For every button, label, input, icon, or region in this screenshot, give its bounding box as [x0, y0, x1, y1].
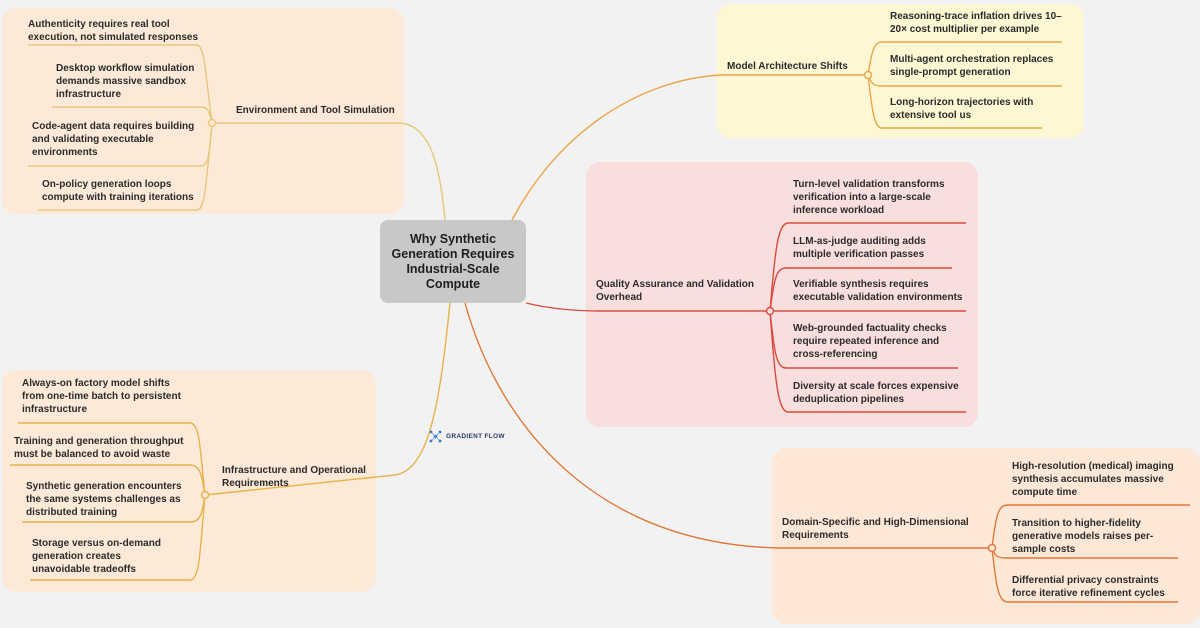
domain-specific-panel — [772, 448, 1200, 624]
environment-connectors — [28, 44, 446, 221]
model-node-dot — [863, 70, 873, 80]
central-topic-node: Why Synthetic Generation Requires Indust… — [380, 220, 526, 303]
infrastructure-trunk-line — [204, 302, 451, 496]
environment-node-dot — [207, 118, 217, 128]
domain-node-dot — [987, 543, 997, 553]
environment-item-1: Authenticity requires real tool executio… — [28, 19, 199, 43]
infrastructure-item-4: Storage versus on-demand generation crea… — [32, 538, 161, 575]
quality-leaf-line-2 — [769, 267, 952, 312]
domain-leaf-line-3 — [991, 547, 1178, 603]
infrastructure-leaf-line-4 — [30, 494, 206, 581]
infrastructure-connectors — [10, 302, 451, 581]
central-topic-title: Why Synthetic Generation Requires Indust… — [391, 231, 515, 291]
quality-item-5: Diversity at scale forces expensive dedu… — [793, 381, 959, 405]
quality-item-1: Turn-level validation transforms verific… — [793, 179, 945, 216]
environment-leaf-line-1 — [28, 44, 213, 124]
model-leaf-line-1 — [867, 41, 1062, 76]
quality-item-4: Web-grounded factuality checks require r… — [793, 323, 947, 360]
quality-item-3: Verifiable synthesis requires executable… — [793, 279, 963, 303]
quality-node-dot — [765, 306, 775, 316]
model-item-1: Reasoning-trace inflation drives 10–20× … — [890, 11, 1062, 35]
environment-item-2: Desktop workflow simulation demands mass… — [56, 63, 195, 100]
domain-item-3: Differential privacy constraints force i… — [1012, 575, 1165, 599]
quality-leaf-line-1 — [769, 222, 966, 312]
domain-branch-label: Domain-Specific and High-Dimensional Req… — [782, 517, 969, 541]
infrastructure-item-3: Synthetic generation encounters the same… — [26, 481, 182, 518]
gradient-flow-logo-icon — [429, 430, 442, 443]
infrastructure-leaf-line-2 — [10, 464, 206, 496]
model-branch-label: Model Architecture Shifts — [727, 61, 848, 72]
model-architecture-panel — [717, 4, 1084, 138]
environment-trunk-line — [399, 122, 446, 221]
model-connectors — [511, 41, 1062, 221]
model-item-2: Multi-agent orchestration replaces singl… — [890, 54, 1054, 78]
domain-leaf-line-1 — [991, 504, 1190, 549]
environment-panel — [2, 8, 404, 214]
domain-trunk-line — [464, 302, 992, 549]
quality-connectors — [525, 222, 966, 413]
domain-item-2: Transition to higher-fidelity generative… — [1012, 518, 1154, 555]
environment-item-4: On-policy generation loops compute with … — [42, 179, 194, 203]
model-leaf-line-3 — [867, 74, 1042, 129]
environment-branch-label: Environment and Tool Simulation — [236, 105, 395, 116]
quality-trunk-line — [525, 302, 770, 312]
gradient-flow-logo: GRADIENT FLOW — [429, 430, 505, 443]
infrastructure-item-1: Always-on factory model shifts from one-… — [22, 378, 181, 415]
quality-item-2: LLM-as-judge auditing adds multiple veri… — [793, 236, 926, 260]
infrastructure-panel — [2, 370, 376, 592]
quality-assurance-panel — [586, 162, 978, 427]
quality-branch-label: Quality Assurance and Validation Overhea… — [596, 279, 755, 303]
infrastructure-node-dot — [200, 490, 210, 500]
gradient-flow-logo-text: GRADIENT FLOW — [446, 433, 505, 440]
model-item-3: Long-horizon trajectories with extensive… — [890, 97, 1034, 121]
infrastructure-leaf-line-1 — [18, 422, 206, 496]
infrastructure-branch-label: Infrastructure and Operational Requireme… — [222, 465, 366, 489]
environment-item-3: Code-agent data requires building and va… — [32, 121, 195, 158]
model-trunk-line — [511, 74, 868, 221]
domain-connectors — [464, 302, 1190, 603]
environment-leaf-line-4 — [38, 122, 213, 211]
infrastructure-item-2: Training and generation throughput must … — [14, 436, 184, 460]
quality-leaf-line-5 — [769, 310, 966, 413]
domain-item-1: High-resolution (medical) imaging synthe… — [1012, 461, 1174, 498]
